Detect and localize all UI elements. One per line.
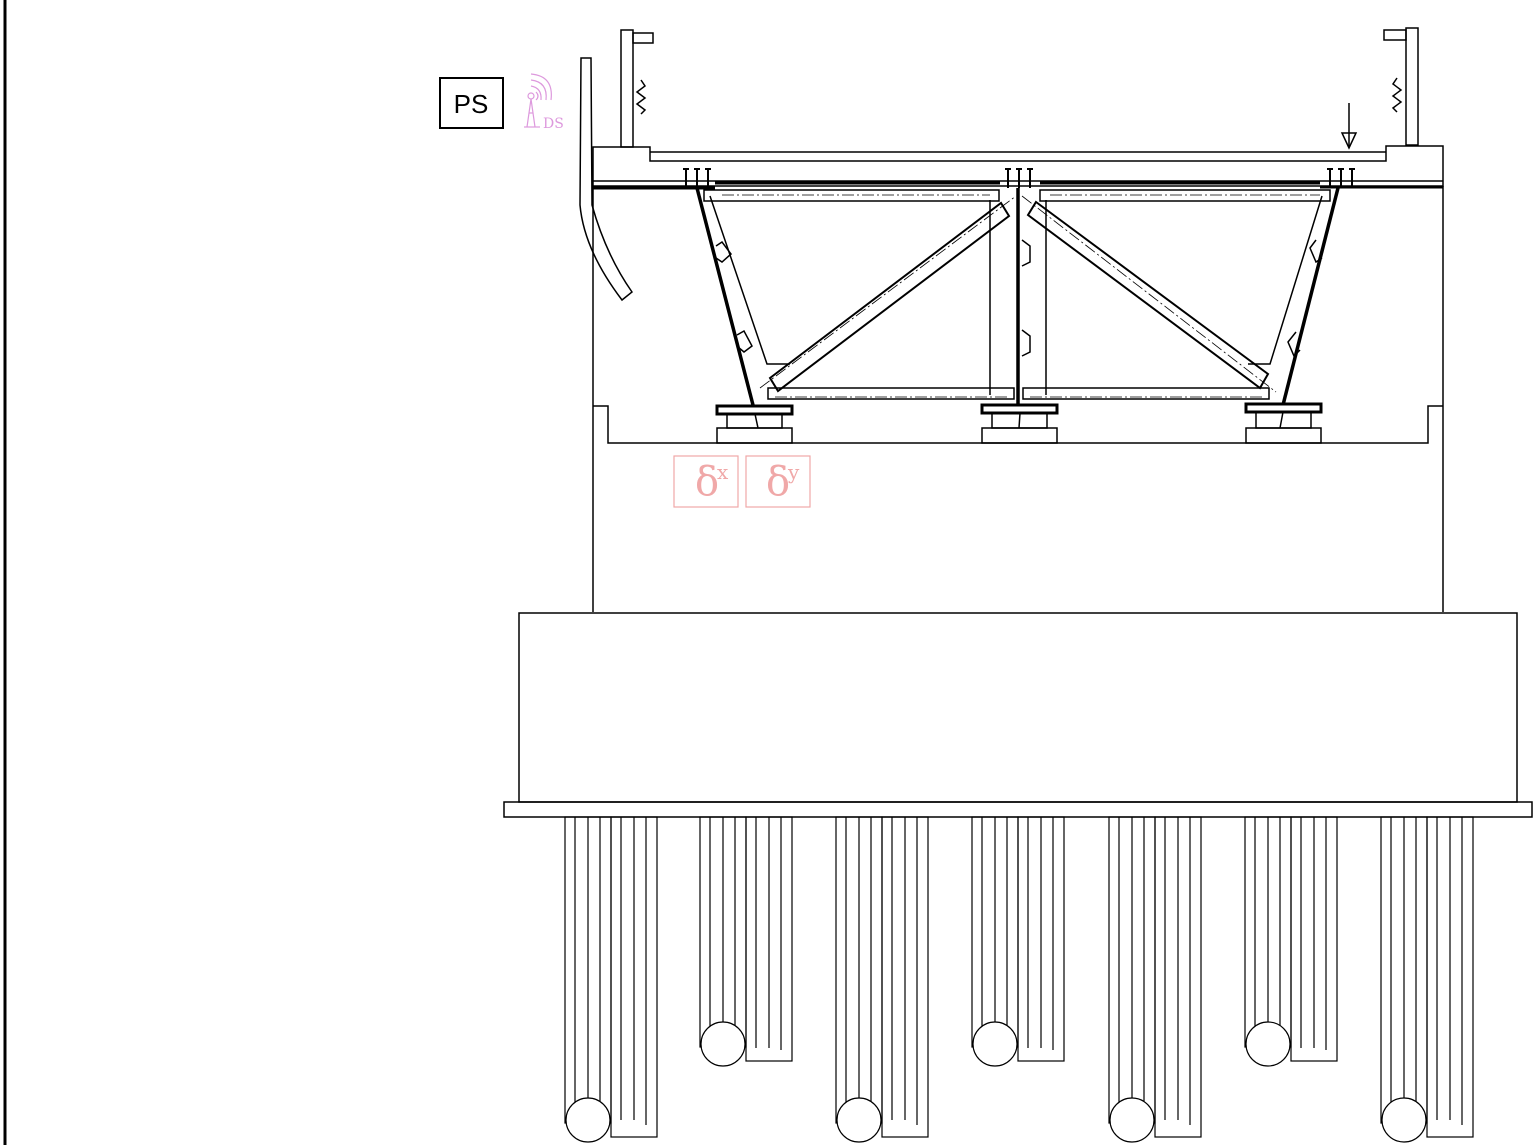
antenna-sensor-icon: DS <box>524 73 564 132</box>
left-guard <box>579 57 634 302</box>
girder-right <box>1248 187 1340 406</box>
pile-cap <box>518 612 1518 803</box>
spring-icon <box>1391 77 1403 113</box>
spring-icon <box>635 79 647 115</box>
pier-walls <box>592 186 1444 612</box>
shear-studs <box>683 168 1355 188</box>
right-railing <box>1383 27 1419 146</box>
pile-cap-base <box>503 801 1533 818</box>
delta-x-superscript: x <box>717 460 729 484</box>
bearing-center <box>980 403 1059 444</box>
deck-slab <box>592 145 1444 190</box>
diagonal-brace-left <box>759 195 1017 393</box>
delta-x-symbol: δ <box>695 459 719 505</box>
stiffeners <box>715 239 1323 358</box>
ds-label-text: DS <box>543 116 564 132</box>
top-chord-right <box>1039 189 1331 202</box>
delta-y-marker: δ y <box>745 455 811 508</box>
bottom-chord-left <box>767 387 1015 400</box>
bearing-right <box>1244 402 1323 444</box>
piles <box>564 816 1474 1143</box>
diagonal-brace-right <box>1021 195 1277 393</box>
girder-center <box>989 188 1047 405</box>
delta-y-symbol: δ <box>766 459 790 505</box>
left-railing <box>620 29 654 148</box>
bearing-left <box>715 404 794 444</box>
top-chord-left <box>703 189 1000 202</box>
bottom-chord-right <box>1022 387 1270 400</box>
down-arrow-icon <box>1340 103 1358 150</box>
delta-x-marker: δ x <box>673 455 739 508</box>
ps-label: PS <box>439 77 504 129</box>
ps-label-text: PS <box>454 89 489 119</box>
delta-y-superscript: y <box>787 460 800 484</box>
